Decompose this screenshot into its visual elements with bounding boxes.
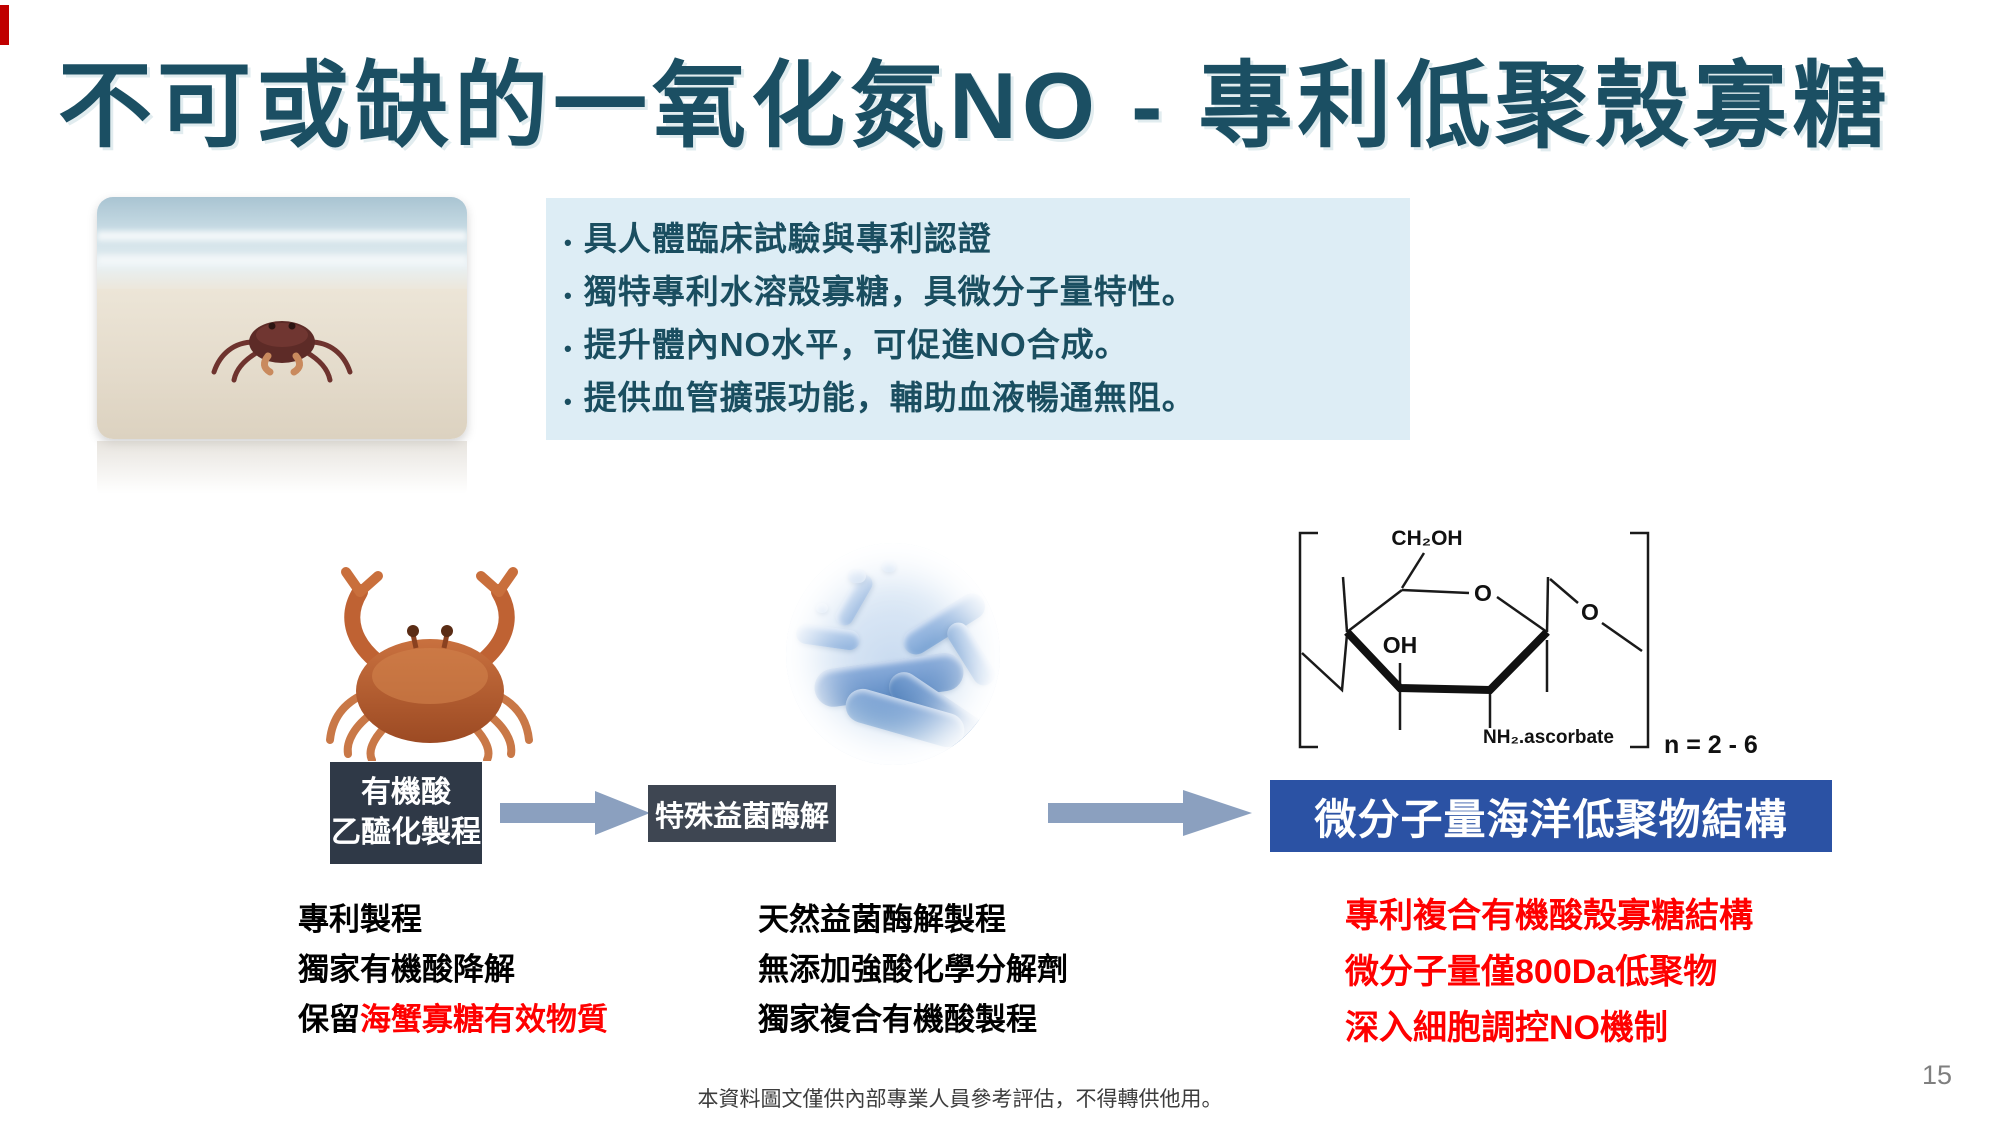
col1-line3: 保留海蟹寡糖有效物質 — [298, 995, 608, 1045]
ch2oh-label: CH₂OH — [1391, 527, 1462, 550]
sea-background — [97, 197, 467, 289]
chitosan-structure-diagram: CH₂OH O O OH NH₂.ascorbate n = 2 - 6 — [1298, 527, 1758, 759]
probiotic-bacteria-image — [786, 543, 1000, 765]
flow-arrow-icon — [1048, 790, 1252, 836]
bullet-text: 提升體內NO水平，可促進NO合成。 — [583, 326, 1129, 363]
process-step-2-label: 特殊益菌酶解 — [654, 800, 829, 833]
process-step-1-line2: 乙醯化製程 — [331, 816, 481, 849]
bullet-item: • 提升體內NO水平，可促進NO合成。 — [564, 318, 1400, 371]
n-range-label: n = 2 - 6 — [1664, 731, 1758, 759]
vignette-overlay — [786, 543, 1000, 765]
bacterium-dot — [848, 569, 866, 583]
link-oxygen-label: O — [1581, 599, 1599, 625]
col2-line2: 無添加強酸化學分解劑 — [758, 952, 1068, 987]
col3-line3: 深入細胞調控NO機制 — [1345, 1009, 1668, 1047]
bullet-item: • 提供血管擴張功能，輔助血液暢通無阻。 — [564, 371, 1400, 424]
bacterium-dot — [882, 561, 896, 572]
beach-crab-illustration — [211, 321, 353, 383]
bullet-item: • 具人體臨床試驗與專利認證 — [564, 212, 1400, 265]
bullet-dot-icon: • — [564, 336, 572, 361]
col2-line1: 天然益菌酶解製程 — [758, 902, 1006, 937]
bullet-text: 具人體臨床試驗與專利認證 — [583, 220, 992, 257]
column-2-notes: 天然益菌酶解製程 無添加強酸化學分解劑 獨家複合有機酸製程 — [758, 895, 1068, 1045]
bacterium-dot — [816, 603, 828, 613]
red-accent-mark — [0, 5, 9, 45]
col1-line1: 專利製程 — [298, 902, 422, 937]
bullet-item: • 獨特專利水溶殼寡糖，具微分子量特性。 — [564, 265, 1400, 318]
bullet-text: 獨特專利水溶殼寡糖，具微分子量特性。 — [583, 273, 1196, 310]
column-3-notes: 專利複合有機酸殼寡糖結構 微分子量僅800Da低聚物 深入細胞調控NO機制 — [1345, 888, 1753, 1056]
sand-background — [97, 289, 467, 439]
wave-highlight — [97, 255, 467, 265]
left-bracket — [1298, 531, 1318, 749]
process-step-1-line1: 有機酸 — [361, 775, 451, 809]
bullet-dot-icon: • — [564, 283, 572, 308]
process-step-3-box: 微分子量海洋低聚物結構 — [1270, 780, 1832, 852]
col3-line2: 微分子量僅800Da低聚物 — [1345, 953, 1718, 991]
nh2-ascorbate-label: NH₂.ascorbate — [1483, 727, 1614, 748]
bullet-dot-icon: • — [564, 389, 572, 414]
right-bracket — [1630, 531, 1650, 749]
footer-disclaimer: 本資料圖文僅供內部專業人員參考評估，不得轉供他用。 — [697, 1088, 1223, 1111]
page-title: 不可或缺的一氧化氮NO - 專利低聚殼寡糖 — [58, 53, 1892, 158]
col2-line3: 獨家複合有機酸製程 — [758, 1002, 1037, 1037]
col1-line3-highlight: 海蟹寡糖有效物質 — [360, 1002, 608, 1037]
page-number: 15 — [1921, 1060, 1952, 1090]
process-step-2-box: 特殊益菌酶解 — [648, 785, 836, 842]
wave-highlight — [97, 231, 467, 241]
bullet-text: 提供血管擴張功能，輔助血液暢通無阻。 — [583, 379, 1196, 416]
sea-crab-image — [326, 567, 533, 761]
col1-line2: 獨家有機酸降解 — [298, 952, 515, 987]
flow-arrow-icon — [500, 791, 650, 835]
oh-label: OH — [1383, 632, 1418, 658]
crab-beach-photo — [97, 197, 467, 439]
column-1-notes: 專利製程 獨家有機酸降解 保留海蟹寡糖有效物質 — [298, 895, 608, 1045]
col3-line1: 專利複合有機酸殼寡糖結構 — [1345, 897, 1753, 935]
process-step-3-label: 微分子量海洋低聚物結構 — [1314, 795, 1788, 843]
bullet-dot-icon: • — [564, 230, 572, 255]
feature-bullet-box: • 具人體臨床試驗與專利認證 • 獨特專利水溶殼寡糖，具微分子量特性。 • 提升… — [546, 198, 1410, 440]
col1-line3-prefix: 保留 — [298, 1002, 360, 1037]
photo-reflection — [97, 441, 467, 503]
process-step-1-box: 有機酸 乙醯化製程 — [330, 762, 482, 864]
ring-oxygen-label: O — [1474, 580, 1492, 606]
